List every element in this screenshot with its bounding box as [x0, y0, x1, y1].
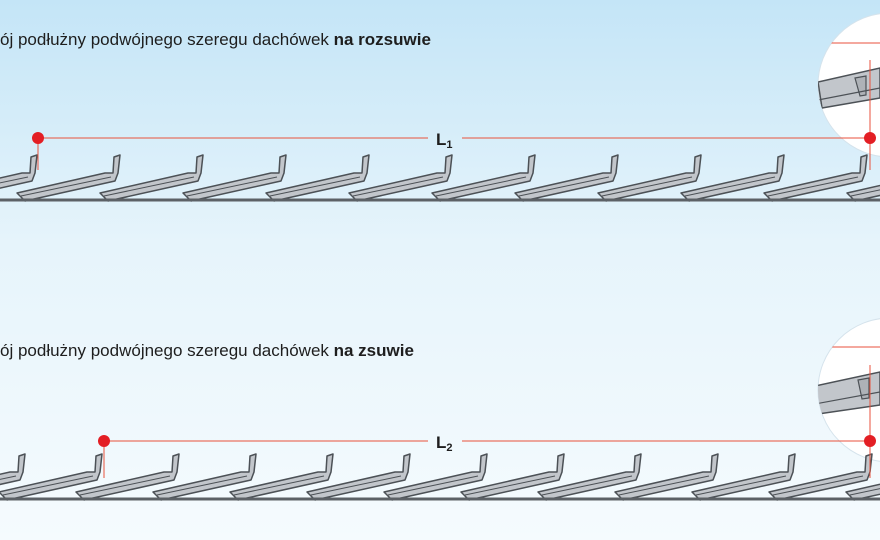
roof-tile — [514, 154, 619, 202]
roof-tile-edge — [850, 189, 880, 197]
tile-row-bottom — [0, 453, 880, 501]
roof-tile-edge — [695, 475, 787, 496]
roof-tile — [614, 453, 719, 501]
point-top-left — [32, 132, 44, 144]
roof-tile-edge — [0, 475, 17, 480]
roof-tile — [597, 154, 702, 202]
point-bottom-left — [98, 435, 110, 447]
roof-tile — [431, 154, 536, 202]
roof-tile-edge — [156, 475, 248, 496]
roof-tile-edge — [79, 475, 171, 496]
roof-tile — [460, 453, 565, 501]
caption-bottom-bold: na zsuwie — [333, 341, 414, 360]
roof-tile-edge — [772, 475, 864, 496]
roof-tile-edge — [387, 475, 479, 496]
roof-tile — [348, 154, 453, 202]
tile-row-top — [0, 154, 880, 202]
roof-tile — [265, 154, 370, 202]
dimension-bottom: L2 — [98, 365, 876, 478]
roof-tile — [0, 154, 38, 189]
dimension-top: L1 — [32, 60, 876, 170]
roof-tile-edge — [233, 475, 325, 496]
roof-tile-edge — [2, 475, 94, 496]
roof-tile — [99, 154, 204, 202]
caption-bottom-text: ój podłużny podwójnego szeregu dachówek — [0, 341, 334, 360]
roof-tile-edge — [0, 176, 29, 184]
roof-tile-edge — [20, 176, 112, 197]
caption-top: ój podłużny podwójnego szeregu dachówek … — [0, 31, 431, 48]
roof-tile-edge — [684, 176, 776, 197]
roof-tile-edge — [767, 176, 859, 197]
roof-tile-edge — [601, 176, 693, 197]
roof-tile-edge — [618, 475, 710, 496]
roof-tile — [0, 453, 26, 486]
roof-tile-edge — [103, 176, 195, 197]
dimension-label-bottom: L2 — [436, 433, 453, 454]
roof-tile — [383, 453, 488, 501]
caption-top-bold: na rozsuwie — [333, 30, 431, 49]
roof-tile — [306, 453, 411, 501]
roof-tile-edge — [352, 176, 444, 197]
roof-tile-edge — [310, 475, 402, 496]
dimension-label-top: L1 — [436, 130, 453, 151]
point-top-right — [864, 132, 876, 144]
roof-tile — [680, 154, 785, 202]
zoom-detail-bottom — [817, 318, 880, 462]
roof-tile-edge — [269, 176, 361, 197]
roof-tile — [768, 453, 873, 501]
roof-tile-edge — [186, 176, 278, 197]
roof-tile — [152, 453, 257, 501]
roof-tile-edge — [849, 488, 880, 496]
roof-tile — [182, 154, 287, 202]
point-bottom-right — [864, 435, 876, 447]
roof-tile — [0, 453, 103, 501]
caption-bottom: ój podłużny podwójnego szeregu dachówek … — [0, 342, 414, 359]
caption-top-text: ój podłużny podwójnego szeregu dachówek — [0, 30, 334, 49]
roof-tile-edge — [435, 176, 527, 197]
roof-tile — [16, 154, 121, 202]
roof-tile-edge — [541, 475, 633, 496]
roof-tile — [763, 154, 868, 202]
roof-tile — [229, 453, 334, 501]
roof-tile-edge — [464, 475, 556, 496]
zoom-detail-top — [817, 13, 880, 157]
roof-tile — [75, 453, 180, 501]
roof-tile — [537, 453, 642, 501]
roof-tile — [691, 453, 796, 501]
roof-tile-edge — [518, 176, 610, 197]
